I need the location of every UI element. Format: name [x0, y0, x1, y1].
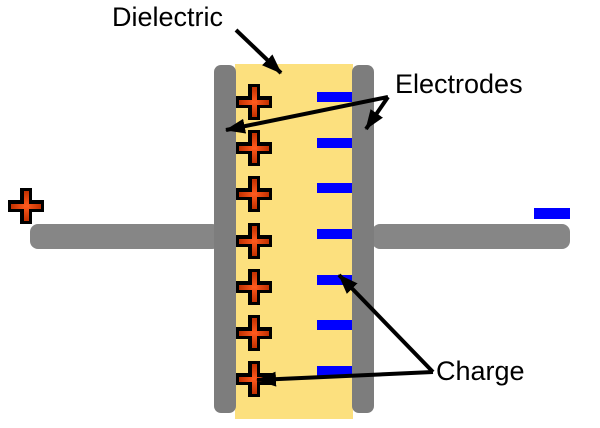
charge-label: Charge: [436, 356, 525, 386]
minus-icon: [317, 92, 352, 102]
plus-icon: [236, 315, 272, 351]
plus-icon: [236, 361, 272, 397]
plus-icon: [236, 223, 272, 259]
minus-icon: [534, 208, 570, 219]
electrodes-label: Electrodes: [395, 69, 523, 99]
minus-icon: [317, 138, 352, 148]
right-electrode: [352, 65, 374, 413]
minus-icon: [317, 229, 352, 239]
right-lead-wire: [372, 224, 570, 249]
plus-icon: [236, 130, 272, 166]
left-lead-wire: [30, 224, 220, 249]
minus-icon: [317, 183, 352, 193]
minus-icon: [317, 320, 352, 330]
minus-icon: [317, 366, 352, 376]
minus-icon: [317, 275, 352, 285]
dielectric-label: Dielectric: [112, 2, 224, 32]
left-electrode: [214, 65, 236, 413]
plus-icon: [236, 269, 272, 305]
plus-icon: [236, 84, 272, 120]
plus-icon: [236, 176, 272, 212]
plus-icon: [8, 188, 44, 224]
